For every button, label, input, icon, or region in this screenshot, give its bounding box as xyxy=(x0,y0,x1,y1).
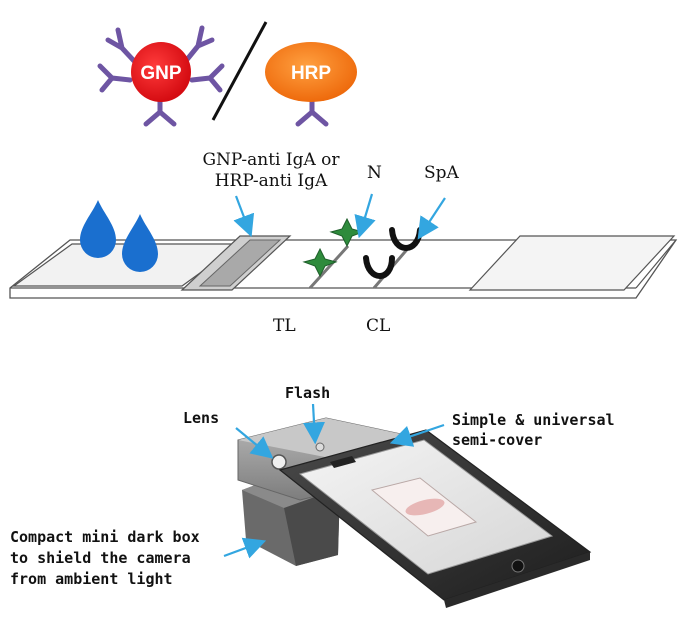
gnp-conjugate: GNP xyxy=(97,25,225,127)
cover-label-line2: semi-cover xyxy=(452,431,543,449)
box-label-line3: from ambient light xyxy=(10,570,173,588)
hrp-enzyme xyxy=(265,42,357,102)
spa-icon xyxy=(389,227,423,251)
antibody-icon xyxy=(97,25,225,127)
spa-icon xyxy=(363,255,395,279)
conjugate-label-line2: HRP-anti IgA xyxy=(214,171,328,191)
conjugate-label: GNP-anti IgA or HRP-anti IgA xyxy=(160,150,382,192)
hrp-conjugate: HRP xyxy=(265,42,357,127)
box-arrow xyxy=(223,537,267,559)
lens-arrow xyxy=(235,427,274,459)
drop-icon xyxy=(80,200,116,258)
flash-label: Flash xyxy=(285,384,331,402)
box-label-line1: Compact mini dark box xyxy=(10,528,200,546)
antibody-icon xyxy=(295,97,329,127)
strip-spot xyxy=(405,498,445,516)
test-line xyxy=(308,244,350,290)
cover-arrow xyxy=(389,423,445,447)
smartphone-device xyxy=(237,417,592,608)
cover-label: Simple & universal semi-cover xyxy=(452,410,615,450)
conjugate-arrow xyxy=(233,195,255,238)
cl-label: CL xyxy=(366,316,391,336)
flash-arrow xyxy=(303,403,326,445)
gnp-sphere xyxy=(131,42,191,102)
box-label-line2: to shield the camera xyxy=(10,549,191,567)
bottom-arrows xyxy=(223,403,445,559)
hrp-badge: HRP xyxy=(291,63,331,84)
spa-label: SpA xyxy=(424,163,459,183)
n-label: N xyxy=(367,163,382,183)
star-icon xyxy=(302,247,338,278)
n-arrow xyxy=(354,193,376,239)
conjugate-pad-inner xyxy=(198,239,282,287)
absorbent-pad xyxy=(468,235,676,291)
sample-drops xyxy=(80,200,158,272)
lens-icon xyxy=(271,454,287,470)
spa-arrow xyxy=(417,197,446,240)
lens-label: Lens xyxy=(183,409,220,427)
box-label: Compact mini dark box to shield the came… xyxy=(10,527,200,590)
or-divider xyxy=(211,21,268,121)
gnp-badge: GNP xyxy=(140,63,182,84)
tl-label: TL xyxy=(273,316,296,336)
home-button-icon xyxy=(511,559,525,573)
cover-label-line1: Simple & universal xyxy=(452,411,615,429)
phone-speaker xyxy=(330,456,356,468)
conjugate-label-line1: GNP-anti IgA or xyxy=(202,150,340,170)
top-arrows xyxy=(233,193,446,240)
flash-icon xyxy=(315,442,325,452)
drop-icon xyxy=(122,214,158,272)
